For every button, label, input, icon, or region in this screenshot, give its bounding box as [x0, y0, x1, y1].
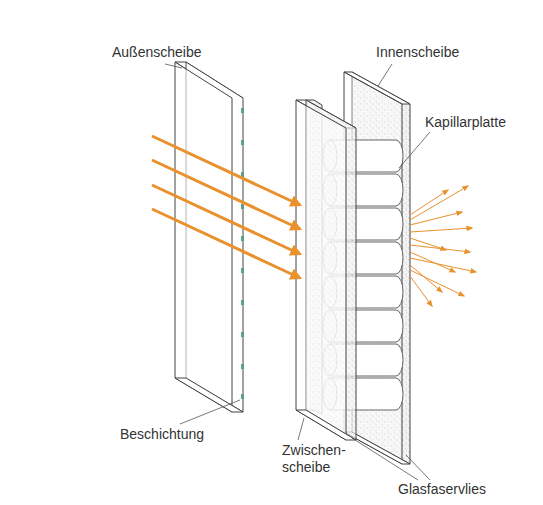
coating	[241, 108, 244, 399]
coating-dot	[241, 394, 244, 399]
part-label: Innenscheibe	[376, 44, 459, 61]
middle-pane-bottom	[296, 410, 356, 440]
scatter-arrow	[410, 265, 442, 292]
leader-line	[378, 64, 392, 86]
coating-dot	[241, 332, 244, 337]
outer-pane-bottom	[175, 378, 243, 412]
coating-dot	[241, 364, 244, 369]
leader-line	[352, 438, 418, 480]
coating-dot	[241, 108, 244, 113]
incoming-light	[152, 136, 300, 278]
scatter-arrow	[410, 270, 464, 296]
coating-dot	[241, 204, 244, 209]
leader-line	[399, 132, 430, 168]
leader-line	[406, 455, 430, 480]
scatter-arrow	[410, 276, 432, 306]
scatter-arrow	[410, 252, 455, 272]
scatter-arrow	[410, 228, 472, 232]
scattered-light	[410, 186, 476, 306]
leader-line	[298, 418, 304, 440]
coating-dot	[241, 140, 244, 145]
coating-dot	[241, 236, 244, 241]
middle-pane-front	[296, 100, 346, 440]
part-label: Beschichtung	[120, 426, 204, 443]
scatter-arrow	[410, 258, 476, 272]
scatter-arrow	[410, 212, 462, 225]
coating-dot	[241, 300, 244, 305]
part-label: Außenscheibe	[112, 44, 202, 61]
part-label: Zwischen- scheibe	[282, 442, 354, 476]
outer-pane-front	[175, 62, 232, 412]
scatter-arrow	[410, 186, 468, 220]
coating-dot	[241, 268, 244, 273]
scatter-arrow	[410, 190, 448, 215]
middle-pane	[296, 100, 356, 440]
scatter-arrow	[410, 245, 470, 252]
light-arrow	[152, 209, 300, 278]
part-label: Kapillarplatte	[425, 114, 506, 131]
leader-lines	[165, 64, 430, 480]
leader-line	[180, 400, 240, 424]
part-label: Glasfaservlies	[398, 481, 486, 498]
leader-line	[165, 64, 182, 68]
